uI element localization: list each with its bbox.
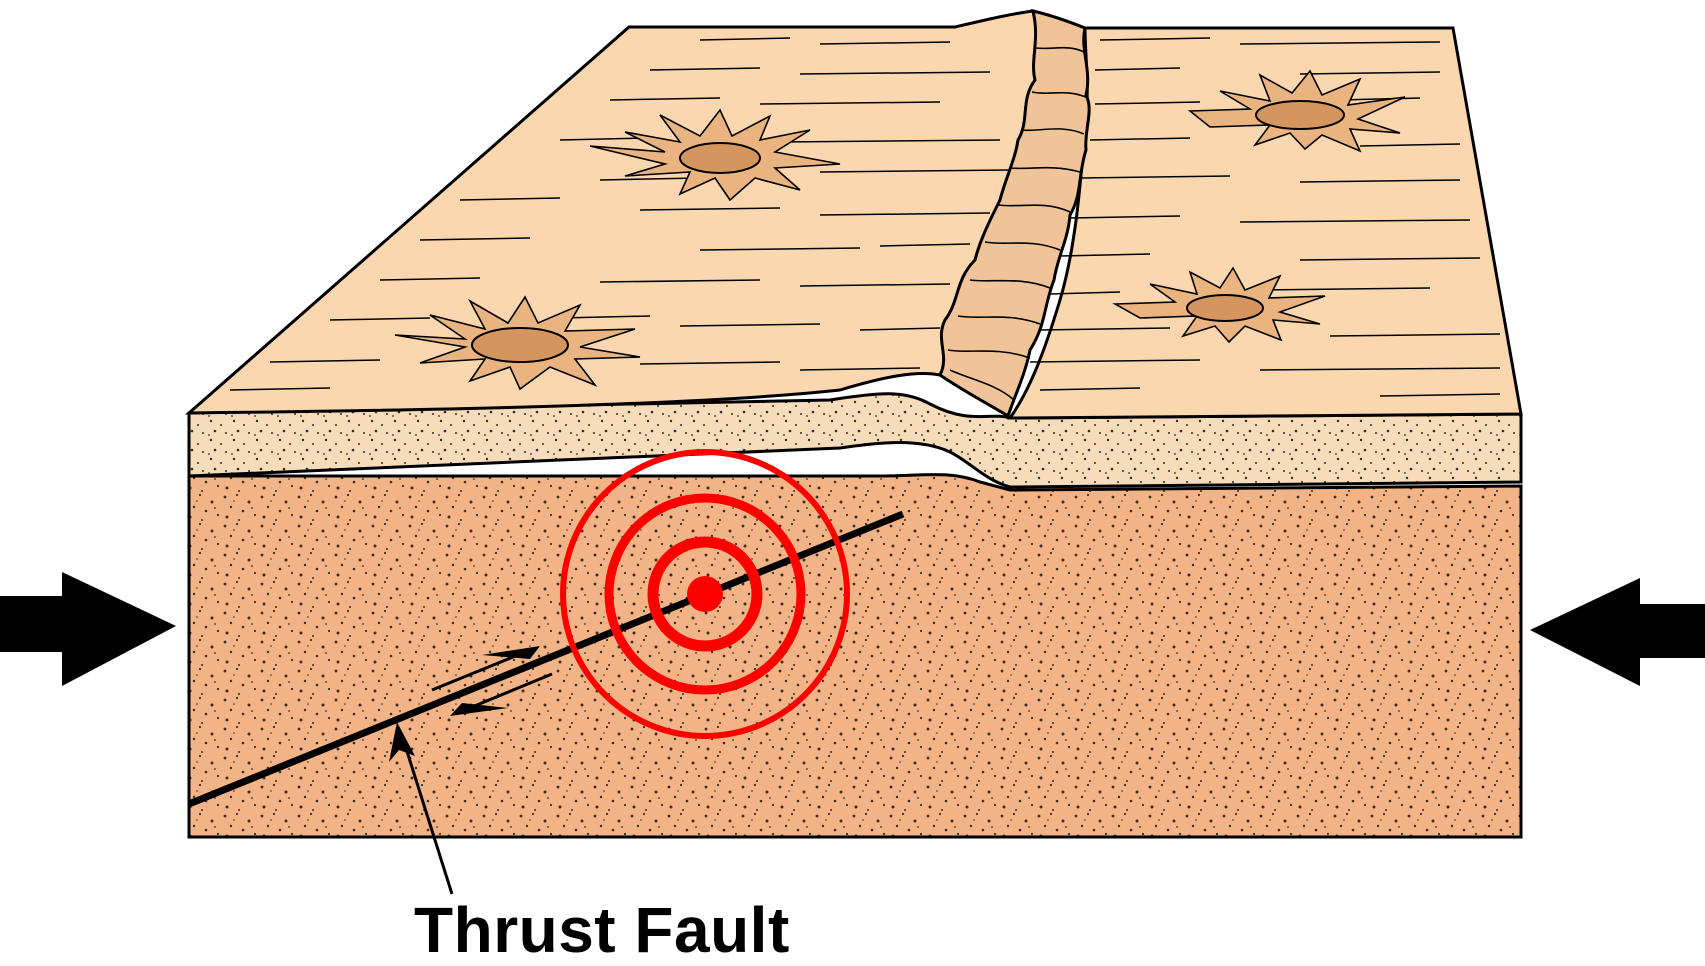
sand-crater <box>1112 266 1326 344</box>
label-pointer-arrow <box>389 722 454 895</box>
sand-crater <box>394 295 641 391</box>
arrow-right-icon <box>0 572 176 686</box>
surface-texture-right <box>1029 37 1501 397</box>
opposing-half-arrows-icon <box>431 646 553 716</box>
fault-label: Thrust Fault <box>414 894 790 966</box>
fault-scarp <box>938 8 1091 419</box>
rock-layer <box>187 473 1523 839</box>
sand-crater <box>589 108 841 202</box>
arrow-left-icon <box>1530 578 1705 686</box>
surface-texture-left <box>229 37 1011 391</box>
sand-crater <box>1187 69 1406 153</box>
concentric-rings-icon <box>560 449 850 739</box>
fault-line <box>187 510 905 808</box>
